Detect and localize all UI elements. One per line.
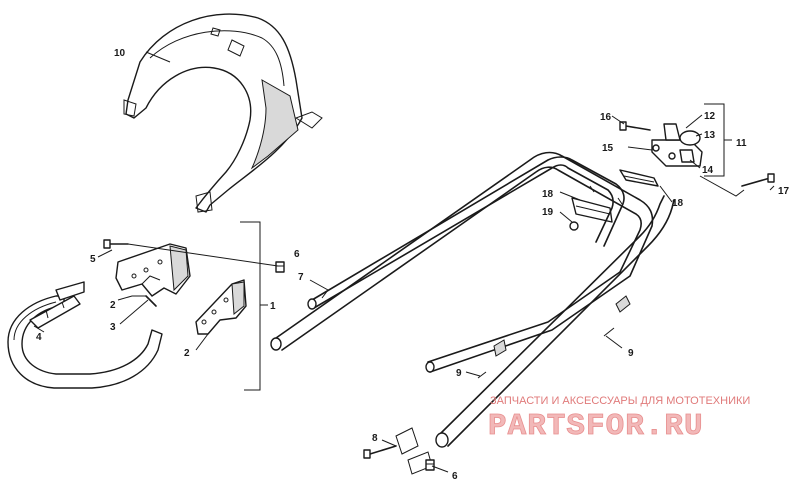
bracket-18-lower xyxy=(571,197,613,223)
callout-9-left: 9 xyxy=(456,368,462,379)
callout-6-top: 6 xyxy=(294,249,300,260)
callout-12: 12 xyxy=(704,111,716,122)
callout-1: 1 xyxy=(270,301,276,312)
leader-lines xyxy=(33,51,775,473)
callout-9-right: 9 xyxy=(628,348,634,359)
bracket-18-upper xyxy=(619,169,659,187)
cable-tie-9-right xyxy=(603,295,631,337)
callout-5: 5 xyxy=(90,254,96,265)
group-bracket-1 xyxy=(240,221,268,391)
callout-4: 4 xyxy=(36,332,42,343)
callout-14: 14 xyxy=(702,165,714,176)
watermark: ЗАПЧАСТИ И АКСЕССУАРЫ ДЛЯ МОТОТЕХНИКИ PA… xyxy=(488,395,751,444)
mounting-plate-lower xyxy=(195,279,247,335)
windshield-cowl-part xyxy=(123,13,323,213)
pin-3 xyxy=(145,295,157,307)
hinge-hardware-cluster xyxy=(619,121,703,167)
clip-6-bottom xyxy=(425,459,435,471)
front-bumper-part xyxy=(7,281,163,389)
callout-11: 11 xyxy=(736,138,747,149)
bolt-5 xyxy=(103,239,129,249)
bolt-17 xyxy=(741,173,775,187)
nut-19 xyxy=(569,221,579,231)
cable-tie-9-left xyxy=(477,339,507,379)
callout-15: 15 xyxy=(602,143,614,154)
callout-18-left: 18 xyxy=(542,189,554,200)
callout-7: 7 xyxy=(298,272,304,283)
callout-8: 8 xyxy=(372,433,378,444)
grab-handle-frame xyxy=(270,151,675,448)
watermark-tagline: ЗАПЧАСТИ И АКСЕССУАРЫ ДЛЯ МОТОТЕХНИКИ xyxy=(490,395,750,407)
callout-labels: 10 5 6 7 2 1 3 4 2 16 12 13 11 15 14 17 … xyxy=(36,48,790,482)
callout-2-upper: 2 xyxy=(110,300,116,311)
callout-2-lower: 2 xyxy=(184,348,190,359)
mounting-plate-upper xyxy=(115,243,191,297)
callout-18-right: 18 xyxy=(672,198,684,209)
watermark-brand: PARTSFOR.RU xyxy=(488,409,704,444)
callout-19: 19 xyxy=(542,207,554,218)
callout-3: 3 xyxy=(110,322,116,333)
callout-13: 13 xyxy=(704,130,716,141)
callout-17: 17 xyxy=(778,186,790,197)
callout-16: 16 xyxy=(600,112,612,123)
callout-10: 10 xyxy=(114,48,126,59)
clip-6-top xyxy=(275,261,285,273)
callout-6-bottom: 6 xyxy=(452,471,458,482)
